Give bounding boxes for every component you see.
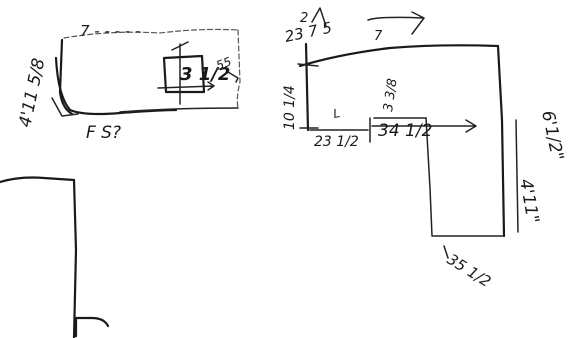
counter-top-edge — [298, 44, 500, 68]
dim-23-label: 23 1/2 — [314, 134, 359, 150]
right-top-arrow-label: 7 — [374, 29, 383, 44]
right-dim-label: 6'1/2" — [537, 109, 567, 163]
corner-mark: L — [332, 106, 341, 121]
wall-top-line — [0, 176, 76, 184]
box-dim-label-b: 55 — [214, 54, 233, 72]
left-plan-bottom-line — [119, 107, 239, 113]
wall-right-line — [72, 178, 78, 338]
bottom-dim-label: 35 1/2 — [444, 250, 494, 291]
top-left-text: 7 - - - - - — [80, 22, 140, 40]
counter-left-dim-ticks — [297, 63, 319, 129]
left-plan-right-edge — [236, 29, 241, 109]
counter-inner-edge — [425, 117, 505, 237]
bottom-left-text: F S? — [86, 123, 121, 143]
left-plan-box-right-tick — [227, 71, 239, 83]
right-top-marker — [311, 7, 327, 27]
left-cabinet-plan — [51, 28, 241, 117]
right-top-dims: 23 7 5 — [283, 18, 333, 46]
counter-left-dim-line — [304, 42, 310, 132]
dim-34-line — [371, 119, 477, 133]
left-plan-corner-inner — [51, 97, 79, 117]
wall-bottom-hook — [74, 316, 110, 338]
left-plan-top-edge — [63, 28, 239, 39]
counter-right-edge — [496, 44, 506, 238]
inner-dim-label: 3 3/8 — [381, 77, 400, 112]
left-wall-outline — [0, 176, 110, 338]
right-ext-line — [515, 119, 519, 233]
left-plan-box — [162, 54, 206, 94]
vertical-dim-label: 10 1/4 — [282, 85, 298, 130]
top-small-label: 2 — [300, 11, 308, 26]
box-dim-label: 3 1/2 — [180, 64, 230, 85]
left-plan-box-tick — [171, 41, 189, 51]
bottom-dim-lead — [443, 245, 449, 259]
right-dim-label-b: 4'11" — [515, 177, 543, 225]
dim-34-label: 34 1/2 — [378, 121, 432, 141]
left-plan-box-arrow — [157, 81, 215, 91]
left-dim-label: 4'11 5/8 — [15, 56, 49, 129]
right-counter-plan — [297, 7, 519, 259]
right-top-arrow — [367, 11, 425, 35]
left-plan-corner-curve — [54, 56, 178, 116]
